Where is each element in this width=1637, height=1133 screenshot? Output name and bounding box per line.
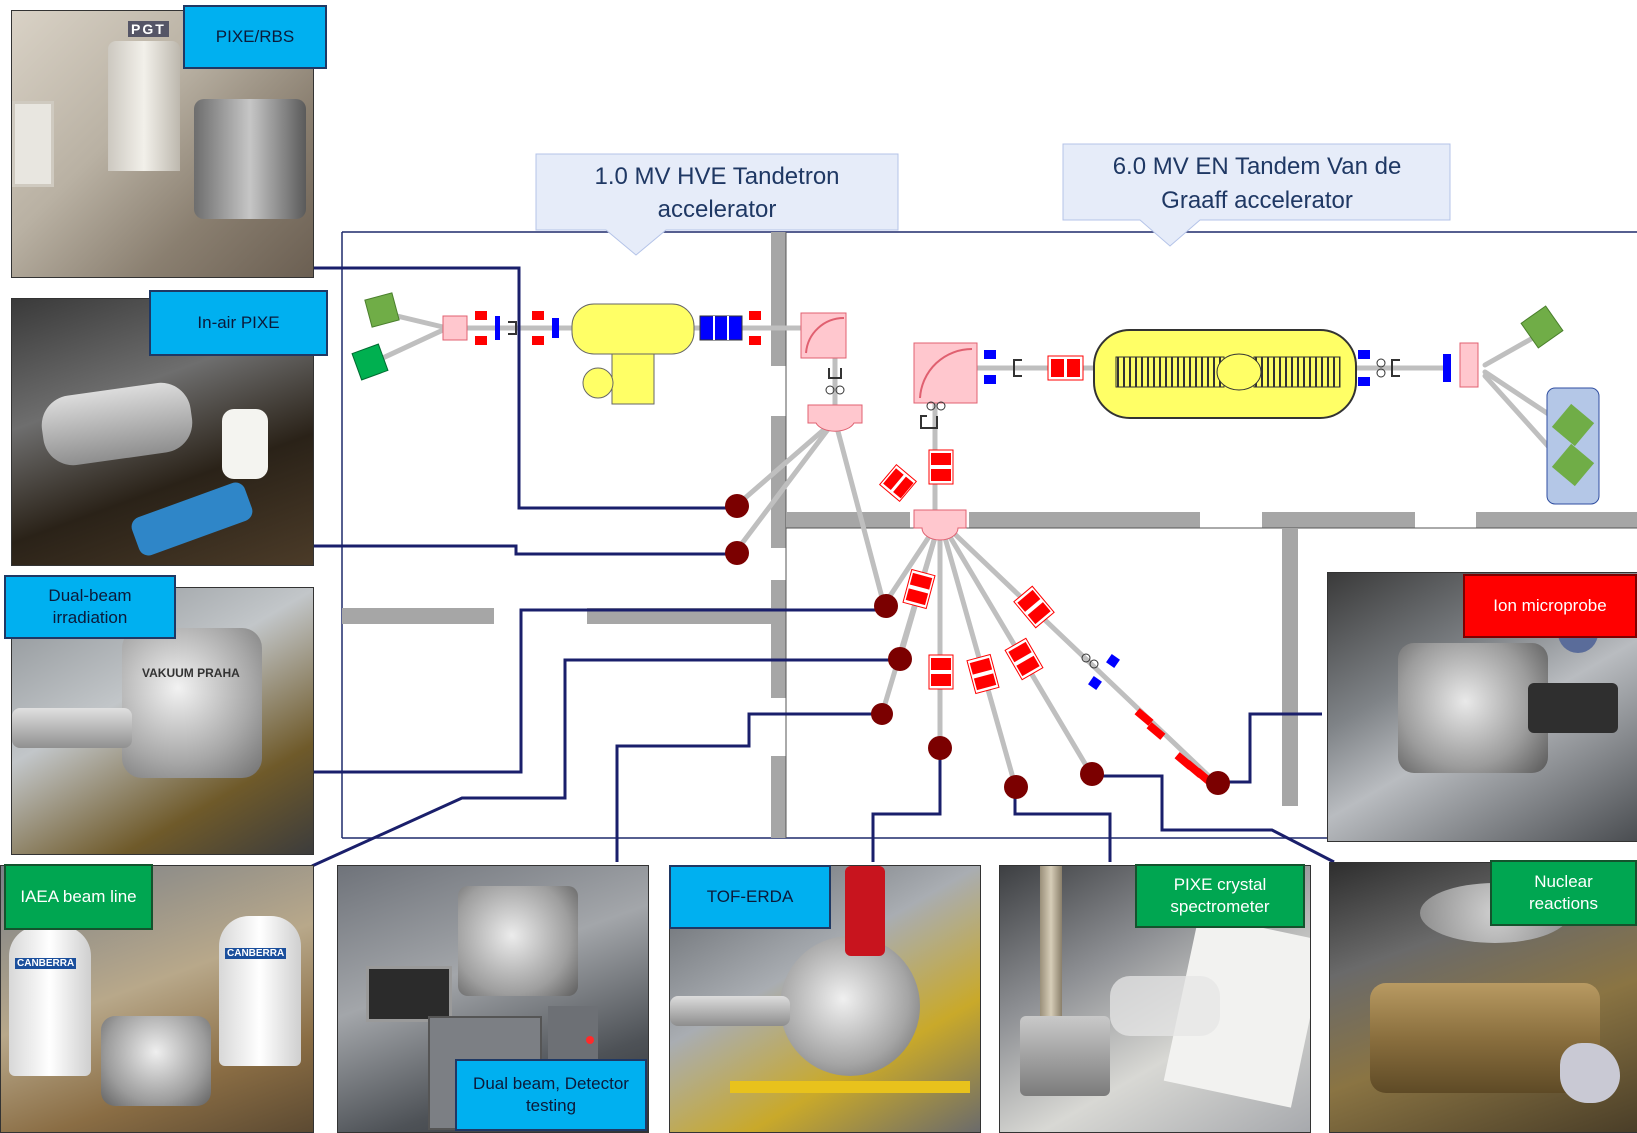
label-nuclear-reactions: Nuclear reactions bbox=[1490, 860, 1637, 926]
switching-magnet-1 bbox=[807, 404, 863, 432]
analyzing-magnet-1 bbox=[800, 312, 847, 359]
label-iaea-beam-line: IAEA beam line bbox=[4, 864, 153, 930]
endstation-nuclear bbox=[1080, 762, 1104, 786]
label-in-air-pixe: In-air PIXE bbox=[149, 290, 328, 356]
label-dual-beam-detector: Dual beam, Detector testing bbox=[455, 1059, 647, 1131]
beamline-optics bbox=[878, 401, 1214, 786]
tandetron-components bbox=[351, 292, 863, 432]
label-pixe-crystal: PIXE crystal spectrometer bbox=[1135, 864, 1305, 928]
connector-lines bbox=[311, 266, 1335, 868]
injector-magnet-1 bbox=[442, 315, 468, 341]
endstation-in-air-pixe bbox=[725, 541, 749, 565]
canberra-label-right: CANBERRA bbox=[225, 948, 287, 959]
endstations bbox=[725, 494, 1230, 799]
tandetron-title-line1: 1.0 MV HVE Tandetron bbox=[594, 163, 839, 190]
tandem-components bbox=[913, 305, 1600, 505]
endstation-microprobe bbox=[1206, 771, 1230, 795]
pgt-logo: PGT bbox=[128, 21, 169, 37]
switching-magnet-2 bbox=[913, 509, 967, 541]
vakuum-praha-label: VAKUUM PRAHA bbox=[142, 666, 240, 680]
tandetron-title-line2: accelerator bbox=[658, 196, 777, 223]
analyzing-magnet-2 bbox=[913, 342, 978, 404]
label-pixe-rbs: PIXE/RBS bbox=[183, 5, 327, 69]
label-tof-erda: TOF-ERDA bbox=[669, 865, 831, 929]
tandem-title-line2: Graaff accelerator bbox=[1161, 187, 1353, 214]
endstation-tof-erda bbox=[928, 736, 952, 760]
ion-source-3 bbox=[1459, 342, 1479, 388]
ion-source-1 bbox=[364, 292, 400, 328]
callout-tandem: 6.0 MV EN Tandem Van de Graaff accelerat… bbox=[1062, 143, 1451, 247]
canberra-label-left: CANBERRA bbox=[15, 958, 77, 969]
callout-tandetron: 1.0 MV HVE Tandetron accelerator bbox=[535, 153, 899, 256]
tandetron-tank bbox=[571, 303, 695, 355]
endstation-detector-testing bbox=[871, 703, 893, 725]
label-dual-beam-irradiation: Dual-beam irradiation bbox=[4, 575, 176, 639]
ion-source-2 bbox=[351, 343, 389, 381]
endstation-iaea bbox=[888, 647, 912, 671]
ion-source-4 bbox=[1520, 305, 1564, 349]
label-ion-microprobe: Ion microprobe bbox=[1463, 574, 1637, 638]
tandem-title-line1: 6.0 MV EN Tandem Van de bbox=[1113, 153, 1402, 180]
endstation-pixe-crystal bbox=[1004, 775, 1028, 799]
endstation-dual-beam bbox=[874, 594, 898, 618]
endstation-pixe-rbs bbox=[725, 494, 749, 518]
